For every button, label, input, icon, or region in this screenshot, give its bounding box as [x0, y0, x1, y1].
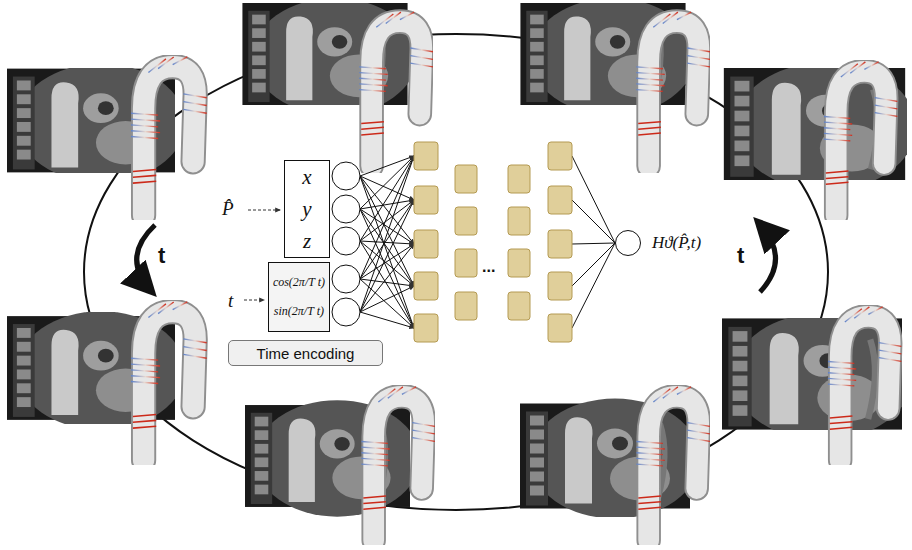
weight-line: [572, 243, 615, 244]
hidden-unit: [508, 165, 530, 193]
weight-line: [360, 241, 414, 244]
weight-line: [360, 241, 414, 328]
coordinate-input-box: xyz: [284, 160, 330, 258]
hidden-unit: [508, 292, 530, 320]
aorta-render: [824, 62, 897, 215]
weight-line: [572, 156, 615, 243]
time-arrow: [137, 225, 155, 292]
input-arrow: [248, 210, 280, 211]
input-symbol: t: [228, 290, 233, 312]
input-neuron: [332, 265, 360, 293]
cycle-ring: [84, 34, 828, 510]
weight-line: [360, 312, 414, 328]
weight-line: [360, 244, 414, 312]
node-text: z: [303, 229, 311, 254]
aorta-render: [636, 12, 710, 166]
weight-line: [360, 156, 414, 176]
input-neuron: [332, 195, 360, 223]
mri-frames: [7, 0, 912, 540]
input-symbol: P̂: [222, 198, 234, 220]
ellipsis: ...: [482, 258, 495, 276]
weight-line: [360, 200, 414, 279]
weight-line: [572, 243, 615, 286]
hidden-unit: [414, 314, 438, 342]
weight-line: [360, 286, 414, 312]
input-neuron: [332, 162, 360, 190]
input-neuron: [332, 298, 360, 326]
output-neuron: Hϑ(P̂,t): [615, 230, 641, 256]
weight-line: [360, 200, 414, 312]
hidden-unit: [455, 249, 477, 277]
aorta-render: [131, 57, 207, 215]
time-arrow: [758, 222, 776, 292]
hidden-unit: [455, 292, 477, 320]
node-text: x: [302, 165, 311, 190]
time-label: t: [737, 243, 744, 269]
hidden-unit: [548, 272, 572, 300]
hidden-unit: [414, 186, 438, 214]
mri-frame: [520, 399, 700, 519]
node-text: cos(2π/T t): [273, 275, 325, 290]
network-graph: [332, 142, 615, 342]
hidden-unit: [455, 165, 477, 193]
mri-frame: [245, 400, 420, 516]
weight-line: [360, 156, 414, 209]
weight-line: [360, 279, 414, 286]
weight-line: [360, 156, 414, 241]
input-arrow: [244, 300, 264, 301]
weight-line: [360, 279, 414, 328]
hidden-unit: [508, 249, 530, 277]
hidden-unit: [548, 186, 572, 214]
node-text: y: [302, 197, 311, 222]
output-label: Hϑ(P̂,t): [652, 233, 701, 253]
input-neuron: [332, 227, 360, 255]
hidden-unit: [548, 142, 572, 170]
node-text: Time encoding: [257, 345, 355, 362]
weight-line: [572, 200, 615, 243]
aorta-render: [828, 307, 901, 460]
time-label: t: [158, 243, 165, 269]
weight-line: [360, 209, 414, 328]
hidden-unit: [414, 142, 438, 170]
hidden-unit: [508, 207, 530, 235]
weight-line: [360, 244, 414, 279]
encoding-label-box: Time encoding: [228, 340, 383, 366]
weight-line: [360, 200, 414, 209]
aorta-render: [636, 387, 709, 540]
aorta-render: [361, 387, 434, 540]
hidden-unit: [414, 230, 438, 258]
hidden-unit: [548, 230, 572, 258]
time-input-box: cos(2π/T t) sin(2π/T t): [268, 262, 330, 332]
node-text: sin(2π/T t): [274, 304, 324, 319]
hidden-unit: [548, 314, 572, 342]
aorta-render: [131, 302, 207, 460]
weight-line: [572, 243, 615, 328]
weight-line: [360, 156, 414, 312]
hidden-unit: [414, 272, 438, 300]
hidden-unit: [455, 207, 477, 235]
weight-line: [360, 241, 414, 286]
